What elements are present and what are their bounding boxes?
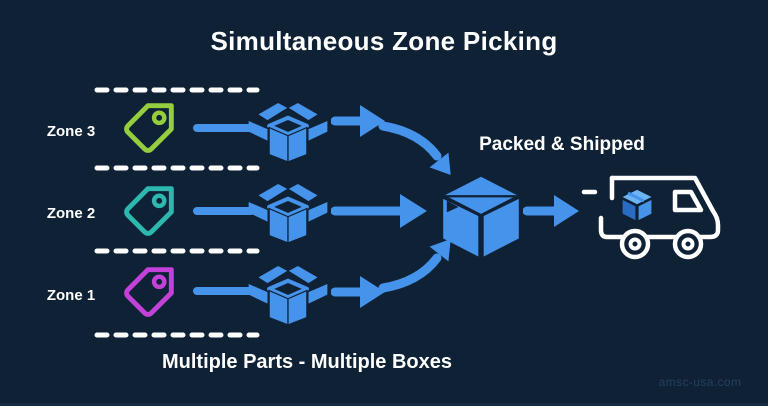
zone-label-1: Zone 1 [46,287,96,304]
truck-wheels [619,228,704,260]
parcel-in-truck-icon [619,188,655,222]
delivery-truck-icon [581,175,721,260]
flow-arrow-icon [331,194,427,228]
price-tag-icon [124,267,174,317]
dashed-divider [94,248,260,254]
curved-arrow-icon [378,239,451,293]
flow-arrow-icon [523,195,579,227]
bottom-edge-strip [0,403,768,406]
connector-line [193,287,255,295]
zone-label-3: Zone 3 [46,123,96,140]
center-label: Packed & Shipped [479,134,645,155]
open-box-icon [247,178,329,244]
price-tag-icon [124,103,174,153]
flow-arrow-icon [331,276,385,308]
dashed-divider [94,87,260,93]
page-title: Simultaneous Zone Picking [210,26,558,56]
dashed-divider [94,332,260,338]
zone-label-2: Zone 2 [46,205,96,222]
open-box-icon [247,97,329,163]
curved-arrow-icon [378,121,451,175]
bottom-caption: Multiple Parts - Multiple Boxes [161,351,453,373]
flow-arrow-icon [331,105,385,137]
open-box-icon [247,260,329,326]
dashed-divider [94,165,260,171]
connector-line [193,207,255,215]
price-tag-icon [124,186,174,236]
packed-box-icon [441,174,521,258]
connector-line [193,124,255,132]
watermark-text: amsc-usa.com [658,375,742,389]
